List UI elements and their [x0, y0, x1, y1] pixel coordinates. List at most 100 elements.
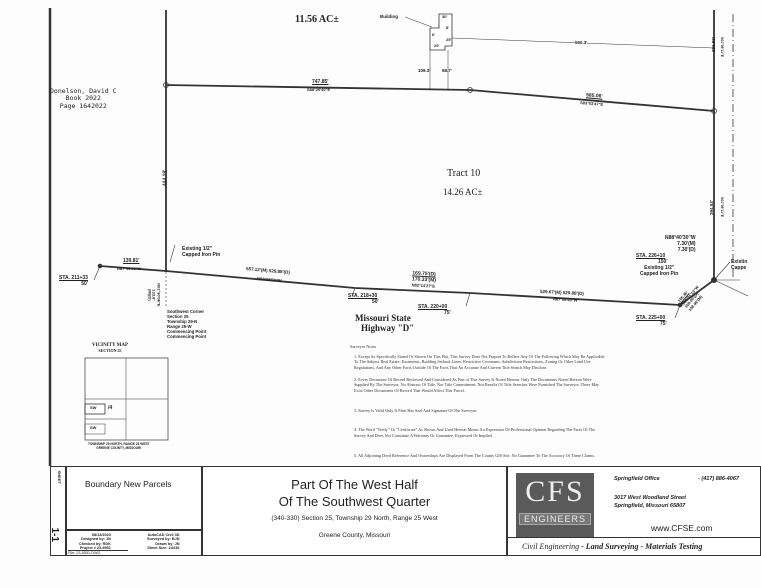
north-boundary-line	[165, 84, 715, 112]
vicinity-caption-line: GREENE COUNTY, MISSOURI	[96, 445, 142, 450]
company-phone: - (417) 886-4067	[698, 476, 739, 482]
tagline-civil: Civil Engineering	[522, 542, 580, 551]
note-item: 4. The Word "Verify" Or "Certificate" As…	[354, 427, 596, 439]
building-label: Building	[380, 14, 398, 19]
surveyor-notes: Surveyor Notes 1. Except As Specifically…	[350, 344, 605, 464]
sw-corner-line: Range 25-W	[167, 323, 192, 329]
project-county: Greene County, Missouri	[318, 532, 391, 539]
company-cell: CFS ENGINEERS Springfield Office - (417)…	[507, 466, 761, 556]
sw-corner-line: Township 29-N	[167, 318, 198, 324]
east-line-bearing: S01°36'11"E	[720, 196, 725, 218]
building-offset: 109.3'	[418, 68, 431, 73]
title-line1: Part Of The West Half	[291, 477, 418, 492]
pin-far-east-line1: Existin	[731, 259, 748, 265]
building-dim: 8'	[446, 25, 450, 30]
company-website[interactable]: www.CFSE.com	[651, 523, 713, 533]
company-office: Springfield Office	[614, 476, 660, 482]
north-tract-area: 11.56 AC±	[295, 14, 339, 25]
sta-211-offset: 50'	[81, 280, 88, 287]
seg-139-distance: 139.81'	[123, 258, 140, 264]
vicinity-cell: /4	[108, 405, 113, 411]
company-tagline: Civil Engineering - Land Surveying - Mat…	[522, 542, 702, 551]
building-offset: 98.7'	[442, 68, 452, 73]
tract-area: 14.26 AC±	[443, 187, 483, 197]
seg-sw-bearing: N01°30'06"E	[156, 283, 162, 307]
vicinity-subtitle: SECTION 25	[98, 347, 122, 353]
logo-sub: ENGINEERS	[519, 513, 591, 525]
sta-226-offset: 150'	[658, 258, 668, 265]
adjoiner-page: Page 1642022	[59, 101, 107, 110]
vicinity-cell: SW	[90, 425, 97, 430]
note-item: 3. Survey Is Valid Only If Print Has Sea…	[354, 407, 478, 413]
sta-225-offset: 75'	[660, 320, 667, 327]
sheet-number-cell: SHEET 1-1	[48, 466, 66, 556]
sw-corner-line: Southwest Corner	[167, 309, 205, 314]
drawing-name-cell: Boundary New Parcels	[66, 466, 202, 530]
sta-220-label: STA. 220+00	[418, 304, 448, 310]
company-address2: Springfield, Missouri 65807	[614, 503, 686, 509]
pin-east-line1: Existing 1/2"	[644, 265, 675, 271]
north-line-west-distance: 747.85'	[312, 79, 329, 85]
corner-east-d: 7.30'(D)	[677, 246, 696, 253]
info-designed: Designed by: JN	[81, 537, 111, 542]
info-drawn: Drawn by: JN	[155, 541, 180, 546]
building-dim: 25'	[446, 37, 452, 42]
building-dim: 30'	[442, 14, 448, 19]
highway-line2: Highway "D"	[361, 323, 415, 334]
seg-169: 169.75'(D)170.33'(M)N82°14'27"E	[412, 270, 437, 288]
project-title-cell: Part Of The West Half Of The Southwest Q…	[202, 466, 507, 556]
south-boundary-line	[99, 265, 715, 306]
sta-218-offset: 50'	[372, 298, 379, 305]
seg-sw-md: (M)(D)	[147, 289, 153, 301]
sw-corner-line: Commencing Point	[167, 328, 207, 334]
note-item: 1. Except As Specifically Stated Or Show…	[354, 353, 605, 371]
pin-west-line1: Existing 1/2"	[182, 246, 213, 252]
vicinity-cell: SW	[90, 405, 97, 410]
drawing-name: Boundary New Parcels	[85, 479, 172, 489]
sheet-tag: SHEET	[56, 470, 62, 484]
info-project: Project # 23-5551	[79, 546, 111, 551]
cfs-logo: CFS ENGINEERS	[516, 473, 594, 537]
sw-corner-line: Section 25	[167, 313, 189, 319]
pin-west-line2: Capped Iron Pin	[182, 251, 221, 258]
pin-far-east-line2: Cappe	[731, 264, 747, 271]
east-line-north-distance: 286.83'	[710, 37, 716, 53]
vicinity-title: VICINITY MAP	[92, 343, 129, 348]
sta-220-offset: 75'	[444, 309, 451, 316]
pin-west-label: Existing 1/2"Capped Iron Pin	[182, 246, 221, 259]
corner-east-m: 7.30'(M)	[677, 240, 696, 247]
note-item: 2. Every Document Of Record Reviewed And…	[354, 376, 600, 394]
corner-east-bearing: N88°40'30"W	[665, 235, 696, 241]
tract-name: Tract 10	[447, 168, 481, 179]
info-file: File: 23-5551.DWG	[68, 550, 128, 555]
info-date: 08/13/2023	[91, 533, 111, 537]
north-line-west-bearing: S88°20'40"E	[307, 87, 331, 92]
building-to-east-distance: 550.3'	[575, 40, 588, 46]
sta-211-label: STA. 211+33	[59, 275, 88, 281]
sheet-number: 1-1	[48, 527, 60, 542]
info-software: AutoCAD Civil 3D	[147, 533, 180, 537]
info-surveyed: Surveyed by: BJN	[147, 537, 180, 542]
adjoiner-label: Donelson, David C Book 2022 Page 1642022	[50, 87, 117, 110]
sta-226-label: STA. 226+10	[636, 253, 666, 259]
building-dim: 6'	[432, 32, 436, 37]
pin-east-label: Existing 1/2"Capped Iron Pin	[640, 265, 678, 278]
note-item: 5. All Adjoining Deed Reference And Owne…	[354, 452, 596, 458]
adjoiner-book: Book 2022	[65, 94, 101, 103]
building-outline	[429, 13, 453, 51]
company-address1: 3017 West Woodland Street	[614, 495, 686, 501]
